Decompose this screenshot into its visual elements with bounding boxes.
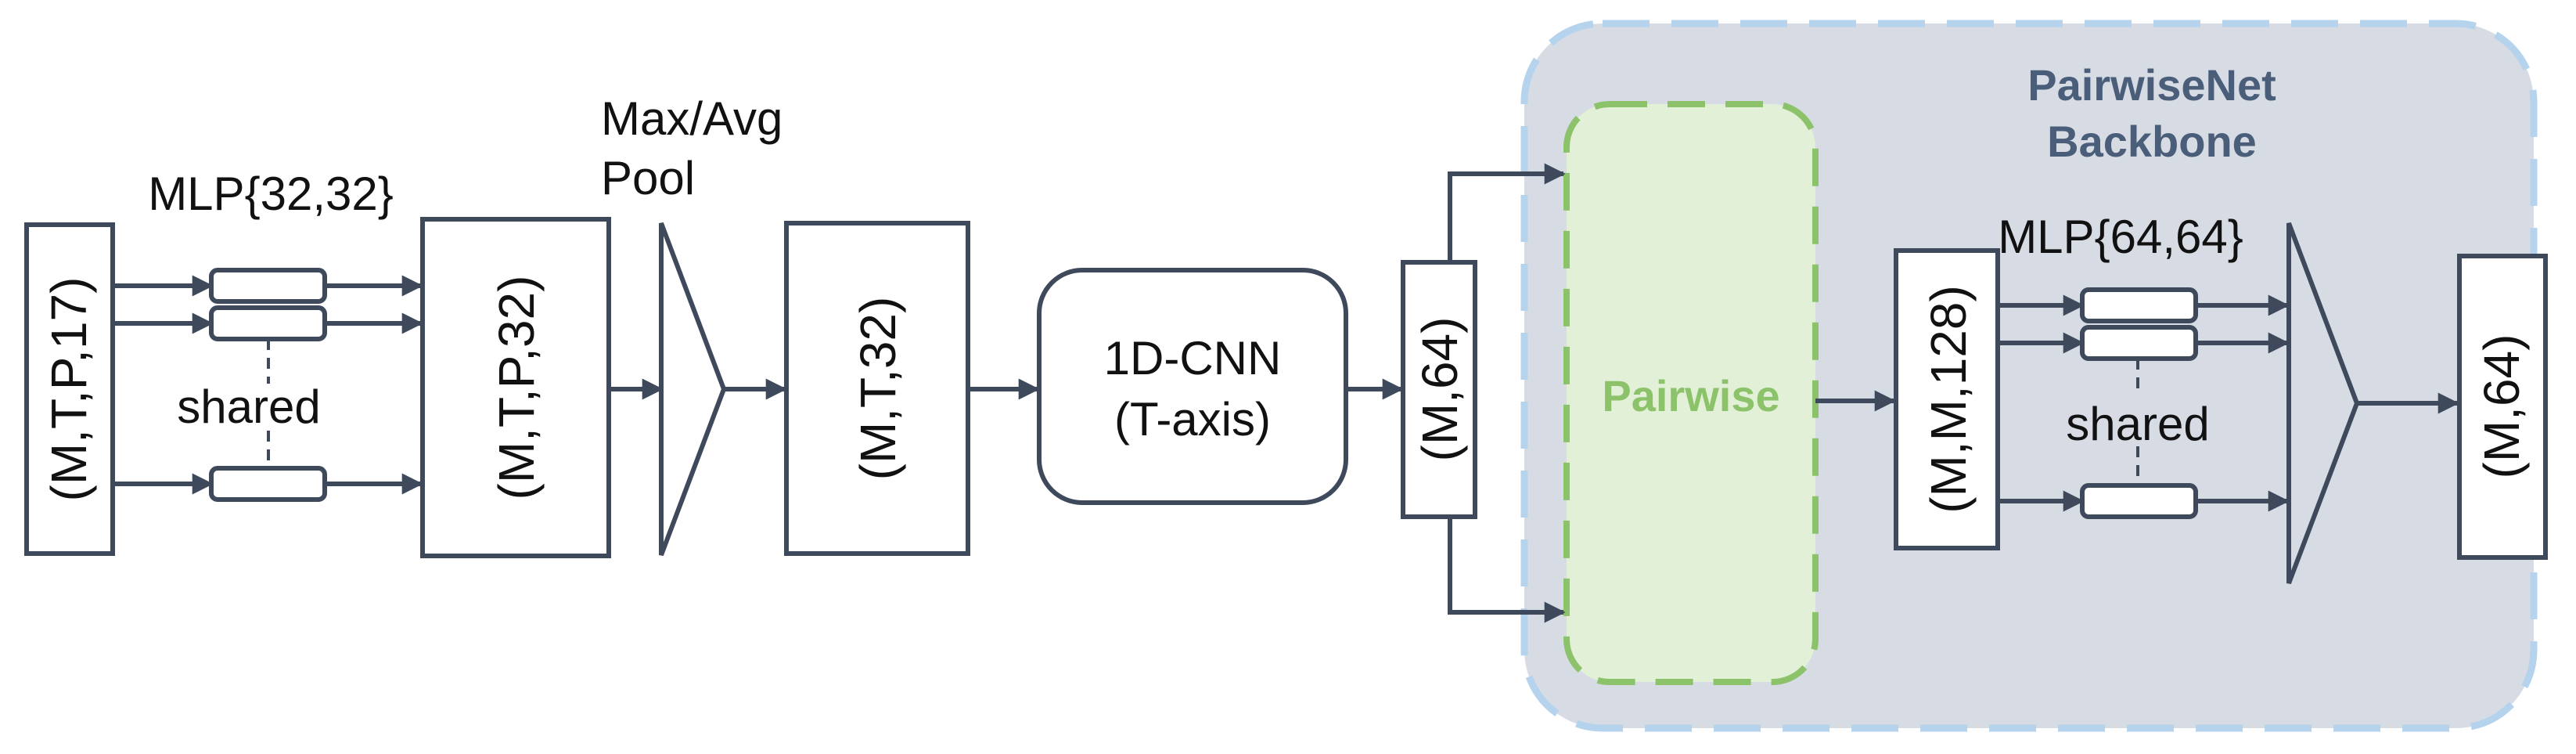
- arrow-to-pairwise-top: [1448, 163, 1566, 262]
- mlp2-unit-top: [2080, 287, 2198, 323]
- mlp1-shared-label: shared: [177, 381, 320, 433]
- mlp2-label: MLP{64,64}: [1998, 211, 2243, 263]
- mlp1-label: MLP{32,32}: [148, 168, 394, 220]
- pairwise-label: Pairwise: [1602, 371, 1779, 420]
- cnn-block: [1037, 268, 1348, 505]
- mlp2-unit-mid: [2080, 325, 2198, 361]
- mlp1-unit-top: [209, 268, 327, 304]
- cnn-label-line2: (T-axis): [1114, 393, 1271, 446]
- tensor-mtp32-label: (M,T,P,32): [488, 276, 545, 500]
- output-tensor-label: (M,64): [2473, 334, 2530, 479]
- mlp1-unit-bottom: [209, 466, 327, 502]
- pairwise-block: [1563, 101, 1819, 685]
- tensor-mt32-label: (M,T,32): [850, 297, 906, 481]
- cnn-label-line1: 1D-CNN: [1104, 332, 1282, 384]
- pool-label-line1: Max/Avg: [601, 92, 783, 145]
- backbone-title-line2: Backbone: [2047, 117, 2257, 166]
- tensor-mm128-box: [1894, 248, 2000, 550]
- tensor-mm128-label: (M,M,128): [1920, 285, 1977, 514]
- pool2-triangle: [2286, 222, 2360, 585]
- tensor-m64-label: (M,64): [1412, 317, 1468, 462]
- output-tensor-box: [2457, 254, 2548, 560]
- backbone-title-line1: PairwiseNet: [2027, 60, 2276, 110]
- pool-triangle: [659, 222, 727, 557]
- tensor-mtp32-box: [420, 217, 611, 558]
- arrow-to-pairwise-bottom: [1448, 517, 1566, 623]
- mlp2-shared-label: shared: [2066, 398, 2209, 450]
- mlp2-unit-bottom: [2080, 483, 2198, 519]
- input-tensor-label: (M,T,P,17): [41, 277, 97, 502]
- tensor-m64-box: [1401, 260, 1477, 519]
- input-tensor-box: [24, 222, 115, 556]
- pool-label-line2: Pool: [601, 152, 695, 204]
- tensor-mt32-box: [784, 221, 970, 556]
- mlp1-unit-mid: [209, 305, 327, 341]
